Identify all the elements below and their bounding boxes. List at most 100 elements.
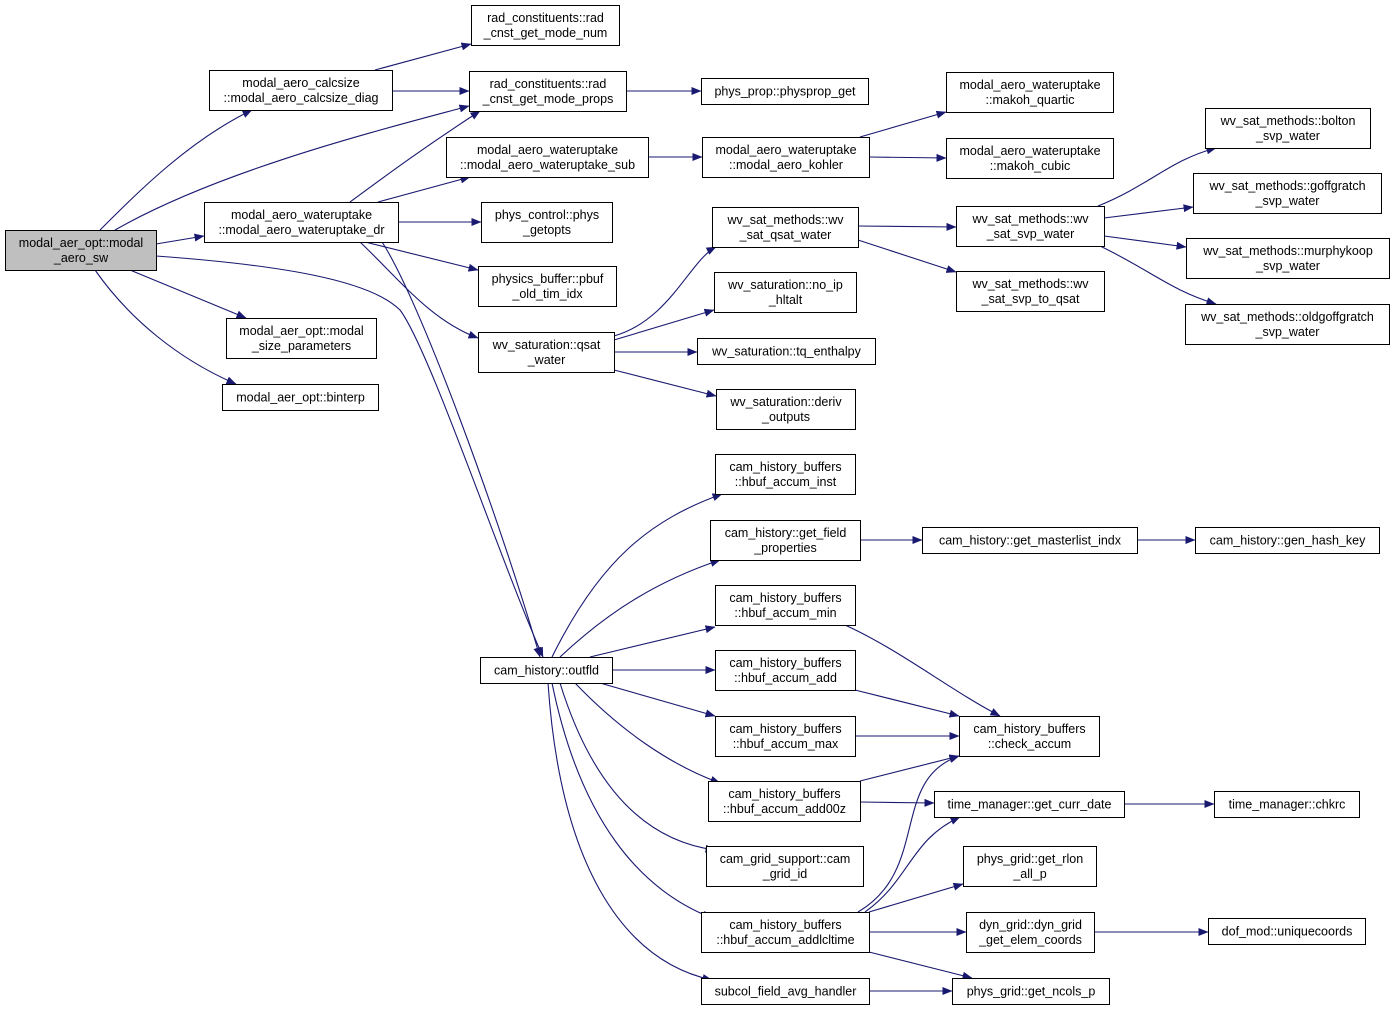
edge-hbuf_accum_add00z-to-get_curr_date: [859, 798, 935, 807]
edge-wateruptake_dr-to-pbuf_old_tim_idx: [364, 241, 479, 272]
node-box: [959, 716, 1100, 757]
node-modal-aero-sw[interactable]: modal_aer_opt::modal_aero_sw: [5, 230, 157, 271]
node-get-field-properties[interactable]: cam_history::get_field_properties: [710, 520, 861, 561]
node-box: [697, 338, 876, 365]
node-label-line: cam_history::gen_hash_key: [1210, 534, 1366, 548]
node-murphykoop[interactable]: wv_sat_methods::murphykoop_svp_water: [1186, 238, 1390, 279]
node-modal-size-parameters[interactable]: modal_aer_opt::modal_size_parameters: [226, 318, 377, 359]
node-hbuf-accum-addlcltime[interactable]: cam_history_buffers::hbuf_accum_addlclti…: [701, 912, 870, 953]
node-uniquecoords[interactable]: dof_mod::uniquecoords: [1208, 918, 1366, 945]
node-label-line: cam_grid_support::cam: [720, 852, 851, 866]
edge-hbuf_accum_add-to-check_accum: [854, 689, 960, 718]
node-box: [706, 846, 864, 887]
node-box: [701, 78, 869, 105]
node-kohler[interactable]: modal_aero_wateruptake::modal_aero_kohle…: [702, 137, 870, 178]
node-get-mode-num[interactable]: rad_constituents::rad_cnst_get_mode_num: [471, 5, 620, 46]
node-wv-sat-qsat-water[interactable]: wv_sat_methods::wv_sat_qsat_water: [712, 207, 859, 248]
node-label-line: ::modal_aero_wateruptake_dr: [218, 223, 384, 237]
node-box: [716, 389, 856, 430]
node-phys-getopts[interactable]: phys_control::phys_getopts: [481, 202, 613, 243]
node-box: [715, 585, 856, 626]
node-label-line: cam_history::get_masterlist_indx: [939, 534, 1122, 548]
edge-wateruptake_dr-to-qsat_water: [359, 241, 479, 339]
node-wv-sat-svp-to-qsat[interactable]: wv_sat_methods::wv_sat_svp_to_qsat: [956, 271, 1105, 312]
edge-hbuf_accum_addlcltime-to-get_curr_date: [864, 816, 961, 913]
node-label-line: _svp_water: [1255, 194, 1320, 208]
node-calcsize-diag[interactable]: modal_aero_calcsize::modal_aero_calcsize…: [209, 70, 393, 111]
node-gen-hash-key[interactable]: cam_history::gen_hash_key: [1195, 527, 1380, 554]
node-tq-enthalpy[interactable]: wv_saturation::tq_enthalpy: [697, 338, 876, 365]
edge-kohler-to-makoh_cubic: [868, 153, 947, 162]
node-label-line: modal_aer_opt::modal: [239, 324, 363, 338]
node-label-line: wv_saturation::tq_enthalpy: [711, 345, 861, 359]
node-box: [1205, 108, 1371, 149]
node-chkrc[interactable]: time_manager::chkrc: [1214, 791, 1360, 818]
node-label-line: wv_saturation::no_ip: [727, 278, 843, 292]
node-subcol-field-avg-handler[interactable]: subcol_field_avg_handler: [701, 978, 870, 1005]
edge-hbuf_accum_addlcltime-to-check_accum: [857, 755, 960, 913]
node-label-line: _cnst_get_mode_num: [483, 26, 608, 40]
node-hbuf-accum-min[interactable]: cam_history_buffers::hbuf_accum_min: [715, 585, 856, 626]
node-outfld[interactable]: cam_history::outfld: [480, 657, 613, 684]
node-label-line: _grid_id: [762, 867, 808, 881]
edge-outfld-to-get_field_properties: [559, 559, 721, 658]
node-label-line: _outputs: [761, 410, 810, 424]
node-label-line: modal_aer_opt::binterp: [236, 391, 365, 405]
node-get-ncols-p[interactable]: phys_grid::get_ncols_p: [952, 978, 1110, 1005]
node-box: [1195, 527, 1380, 554]
edge-outfld-to-hbuf_accum_addlcltime: [551, 682, 713, 919]
node-hbuf-accum-add[interactable]: cam_history_buffers::hbuf_accum_add: [715, 650, 856, 691]
node-makoh-quartic[interactable]: modal_aero_wateruptake::makoh_quartic: [946, 72, 1114, 113]
edges-layer: [94, 42, 1217, 995]
edge-outfld-to-hbuf_accum_add00z: [574, 682, 721, 784]
node-qsat-water[interactable]: wv_saturation::qsat_water: [478, 332, 615, 373]
node-hbuf-accum-inst[interactable]: cam_history_buffers::hbuf_accum_inst: [715, 454, 856, 495]
node-no-ip-hltalt[interactable]: wv_saturation::no_ip_hltalt: [714, 272, 857, 313]
node-label-line: ::modal_aero_calcsize_diag: [224, 91, 379, 105]
edge-hbuf_accum_min-to-check_accum: [844, 624, 1001, 717]
node-box: [1208, 918, 1366, 945]
node-wateruptake-dr[interactable]: modal_aero_wateruptake::modal_aero_water…: [204, 202, 399, 243]
node-hbuf-accum-add00z[interactable]: cam_history_buffers::hbuf_accum_add00z: [708, 781, 861, 822]
node-binterp[interactable]: modal_aer_opt::binterp: [222, 384, 379, 411]
node-label-line: subcol_field_avg_handler: [715, 985, 857, 999]
node-pbuf-old-tim-idx[interactable]: physics_buffer::pbuf_old_tim_idx: [478, 266, 617, 307]
node-box: [934, 791, 1125, 818]
node-box: [946, 72, 1114, 113]
node-label-line: ::hbuf_accum_max: [733, 737, 839, 751]
node-box: [5, 230, 157, 271]
node-makoh-cubic[interactable]: modal_aero_wateruptake::makoh_cubic: [946, 138, 1114, 179]
node-box: [714, 272, 857, 313]
node-label-line: ::makoh_cubic: [990, 159, 1071, 173]
node-wateruptake-sub[interactable]: modal_aero_wateruptake::modal_aero_water…: [446, 137, 649, 178]
node-get-mode-props[interactable]: rad_constituents::rad_cnst_get_mode_prop…: [469, 71, 627, 112]
node-physprop-get[interactable]: phys_prop::physprop_get: [701, 78, 869, 105]
node-label-line: phys_control::phys: [495, 208, 599, 222]
node-bolton[interactable]: wv_sat_methods::bolton_svp_water: [1205, 108, 1371, 149]
node-label-line: cam_history_buffers: [729, 591, 841, 605]
node-cam-grid-id[interactable]: cam_grid_support::cam_grid_id: [706, 846, 864, 887]
node-get-rlon-all-p[interactable]: phys_grid::get_rlon_all_p: [963, 846, 1097, 887]
node-oldgoffgratch[interactable]: wv_sat_methods::oldgoffgratch_svp_water: [1185, 304, 1390, 345]
node-label-line: cam_history_buffers: [728, 787, 840, 801]
node-dyn-grid-get-elem-coords[interactable]: dyn_grid::dyn_grid_get_elem_coords: [966, 912, 1095, 953]
node-box: [715, 650, 856, 691]
node-label-line: _aero_sw: [53, 251, 109, 265]
node-label-line: time_manager::chkrc: [1229, 798, 1346, 812]
node-check-accum[interactable]: cam_history_buffers::check_accum: [959, 716, 1100, 757]
node-label-line: ::modal_aero_wateruptake_sub: [460, 158, 635, 172]
edge-wv_sat_svp_water-to-bolton: [1097, 146, 1217, 207]
node-label-line: ::hbuf_accum_add: [734, 671, 837, 685]
node-deriv-outputs[interactable]: wv_saturation::deriv_outputs: [716, 389, 856, 430]
node-wv-sat-svp-water[interactable]: wv_sat_methods::wv_sat_svp_water: [956, 206, 1105, 247]
edge-calcsize_diag-to-get_mode_num: [374, 42, 472, 71]
node-box: [715, 454, 856, 495]
node-hbuf-accum-max[interactable]: cam_history_buffers::hbuf_accum_max: [715, 716, 856, 757]
node-box: [226, 318, 377, 359]
node-label-line: _old_tim_idx: [511, 287, 583, 301]
node-get-curr-date[interactable]: time_manager::get_curr_date: [934, 791, 1125, 818]
node-goffgratch[interactable]: wv_sat_methods::goffgratch_svp_water: [1193, 173, 1382, 214]
node-get-masterlist-indx[interactable]: cam_history::get_masterlist_indx: [922, 527, 1138, 554]
node-label-line: _get_elem_coords: [978, 933, 1082, 947]
node-box: [963, 846, 1097, 887]
